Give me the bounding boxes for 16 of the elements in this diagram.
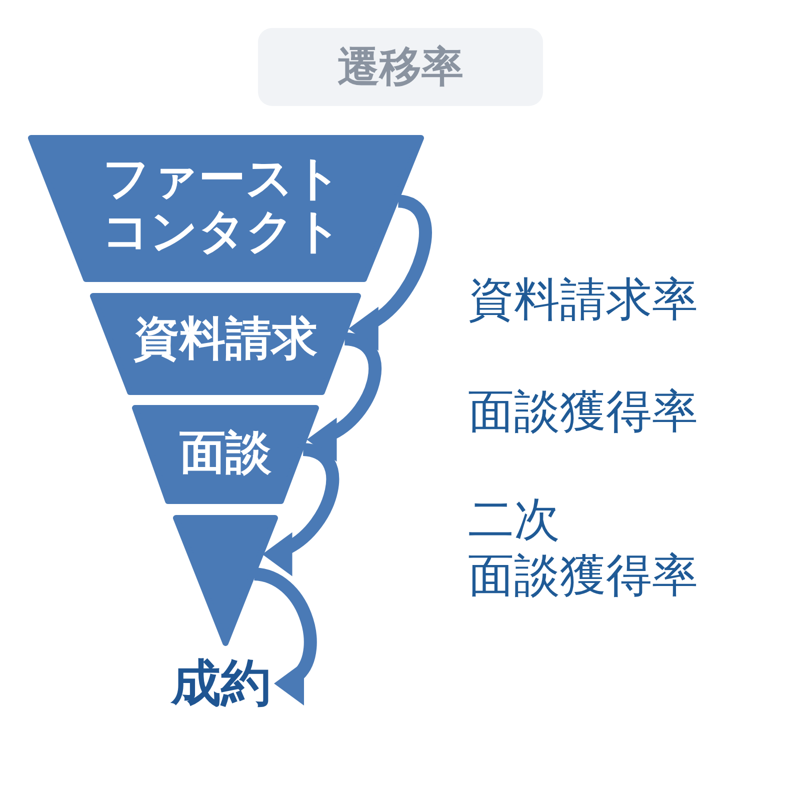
curved-arrow	[261, 443, 340, 576]
funnel-segment	[173, 515, 278, 646]
segment-label: ファーストコンタクト	[101, 153, 343, 258]
curved-arrow	[347, 194, 432, 351]
curved-arrow	[306, 332, 382, 462]
edge-label: 二次面談獲得率	[468, 491, 699, 603]
funnel-segment	[90, 293, 361, 395]
segment-label: 面談	[178, 427, 272, 479]
funnel-segment	[28, 135, 424, 282]
curved-arrow	[253, 568, 317, 706]
title-text: 遷移率	[338, 42, 464, 92]
edge-label: 資料請求率	[468, 271, 699, 327]
funnel-segment	[132, 405, 319, 504]
stage-label: 成約	[168, 652, 274, 714]
edge-label: 面談獲得率	[468, 383, 699, 439]
segment-label: 資料請求	[132, 313, 318, 365]
